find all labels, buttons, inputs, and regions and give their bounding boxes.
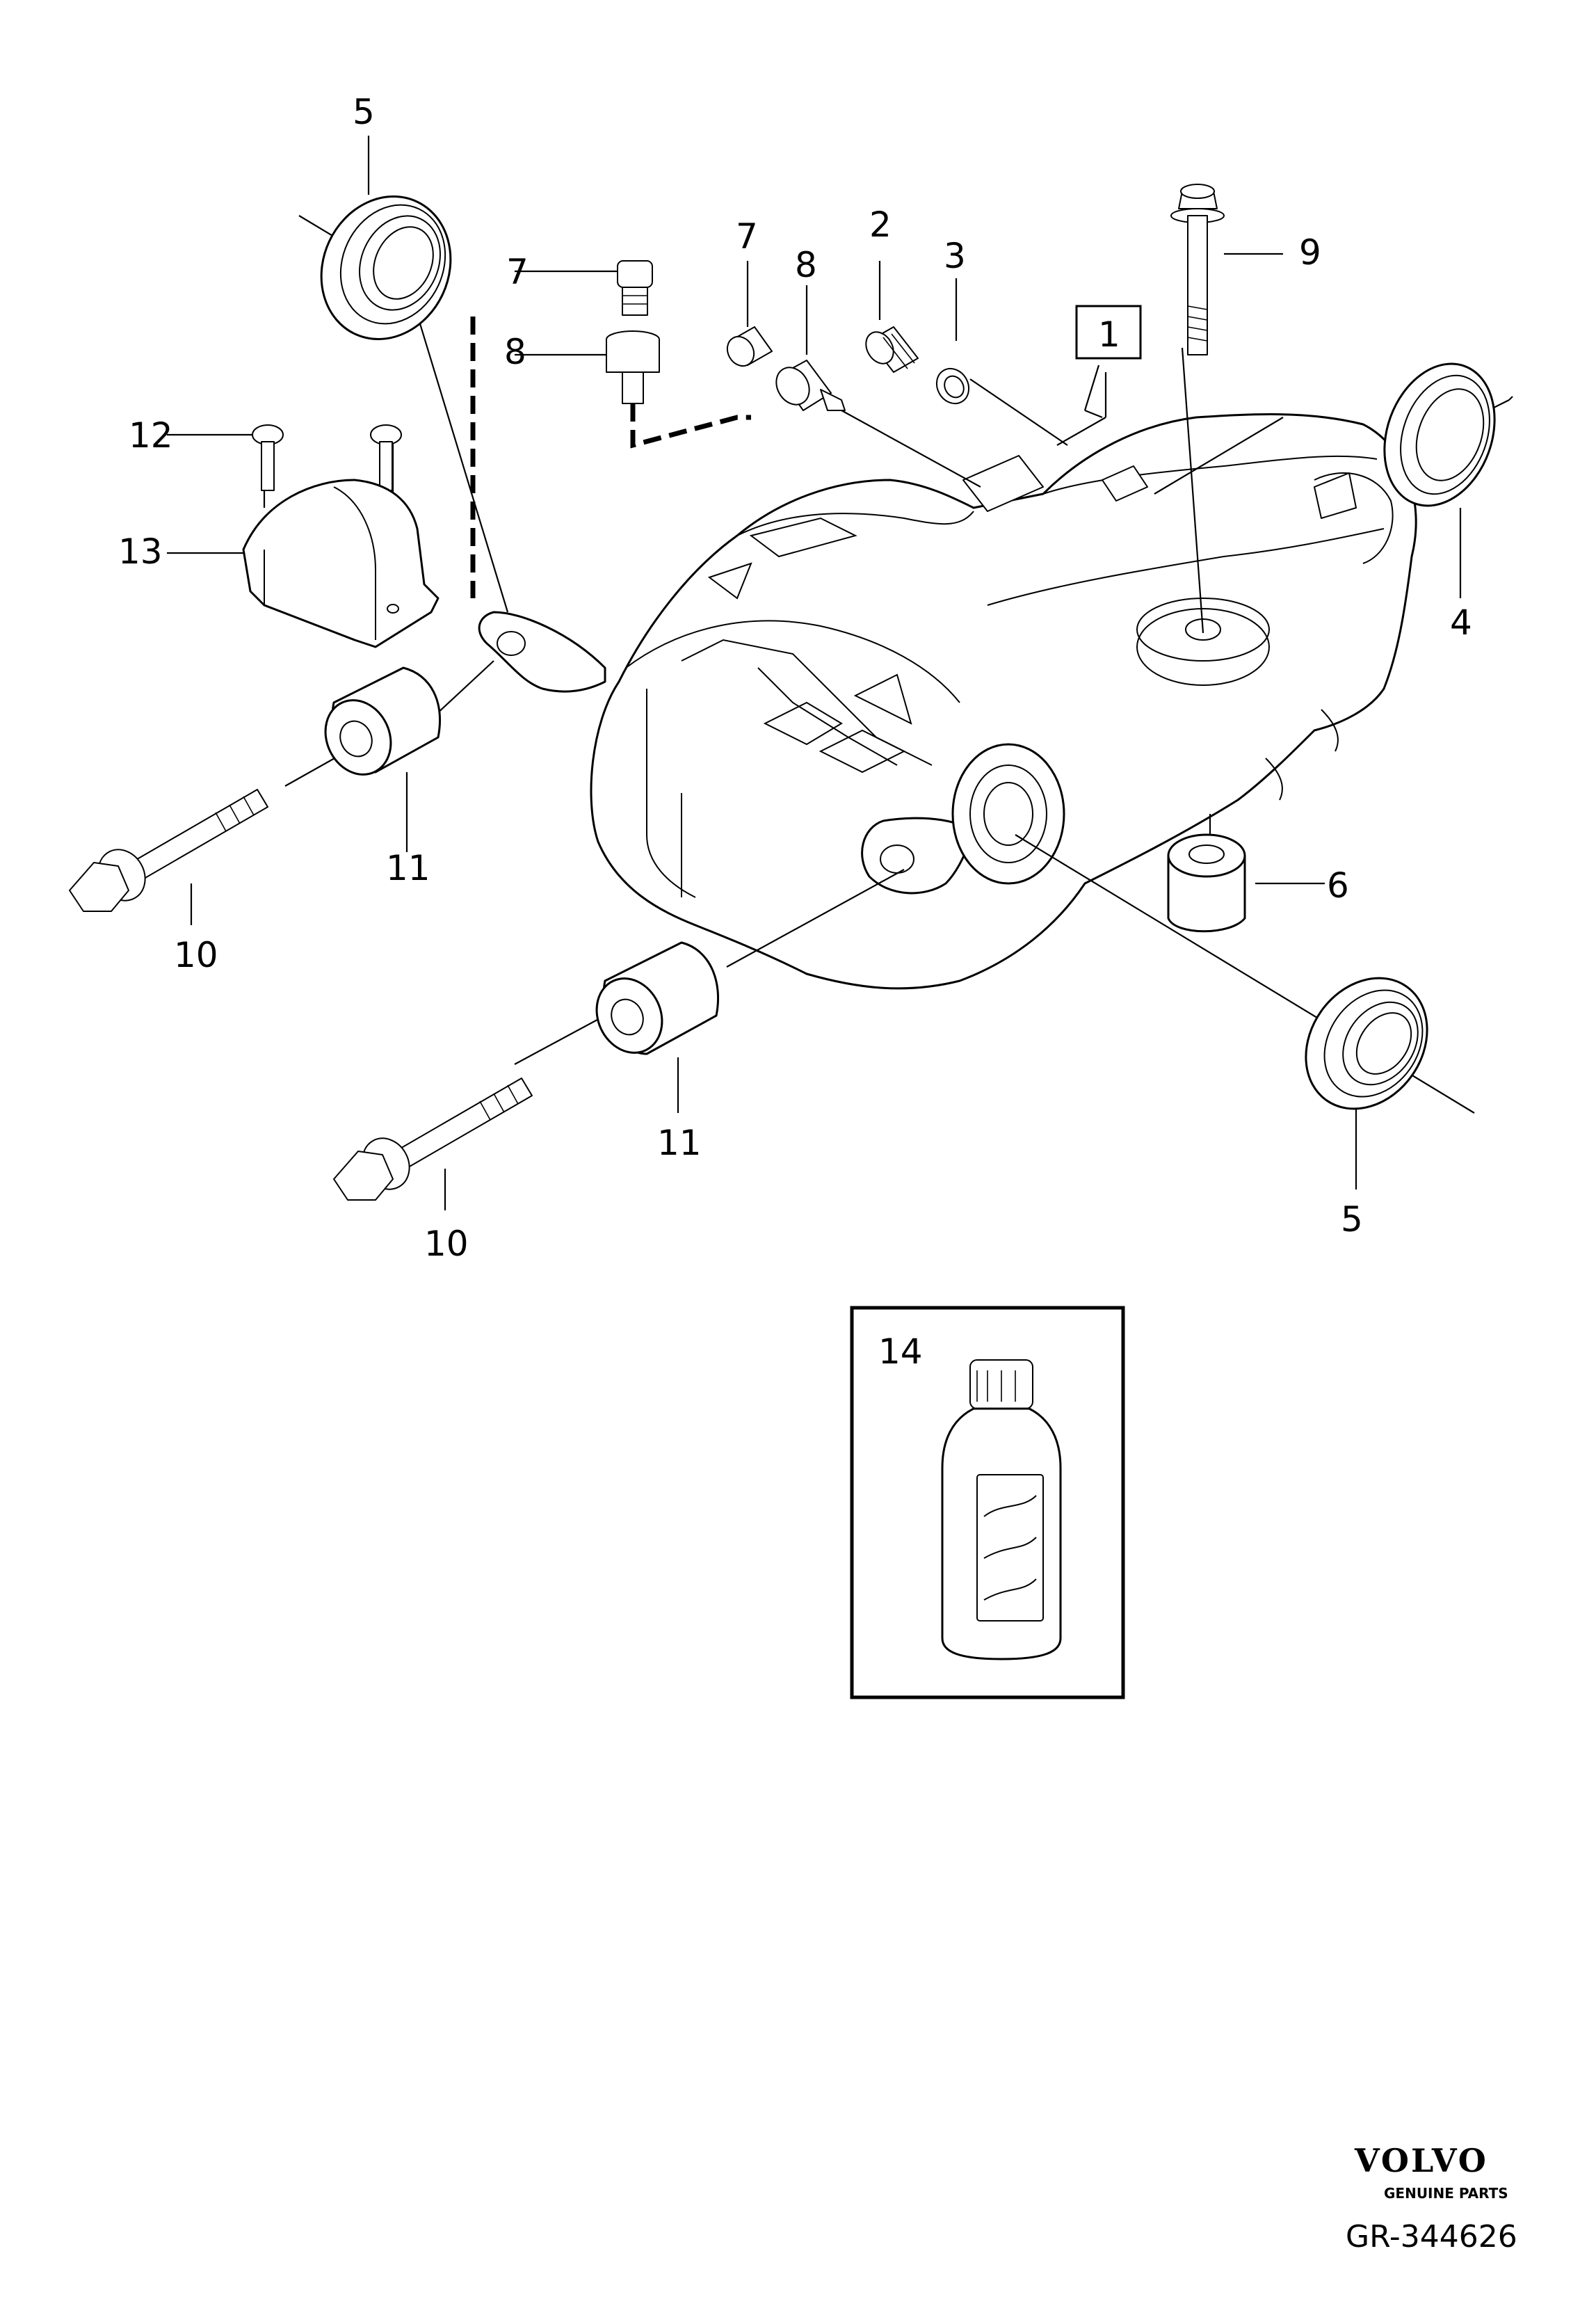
oil-seal-right — [1383, 362, 1496, 507]
mount-bolt-upper — [69, 789, 268, 912]
callout-6: 6 — [1327, 865, 1349, 906]
oil-seal-lower-right — [1305, 977, 1428, 1110]
callout-10-upper: 10 — [174, 935, 218, 975]
callout-5-bottom: 5 — [1341, 1199, 1363, 1240]
callout-9: 9 — [1299, 232, 1321, 273]
bolt-vertical — [1170, 184, 1225, 355]
callout-12: 12 — [129, 415, 173, 456]
oil-seal-upper-left — [320, 195, 452, 340]
mount-bushing-right — [1167, 833, 1246, 933]
callout-7-left: 7 — [506, 252, 529, 292]
callout-8-mid: 8 — [795, 245, 817, 285]
mount-bolt-lower — [333, 1078, 533, 1201]
drawing-number: GR-344626 — [1346, 2219, 1517, 2255]
callout-8-left: 8 — [504, 332, 526, 372]
bushing-upper — [324, 666, 442, 776]
brand-tagline: GENUINE PARTS — [1384, 2185, 1508, 2202]
leader-lines — [167, 136, 1513, 1210]
oil-bottle-panel — [850, 1306, 1125, 1699]
drain-plug-mid — [726, 326, 773, 367]
callout-13: 13 — [118, 531, 163, 572]
sealing-washer — [935, 367, 970, 405]
callout-14: 14 — [878, 1331, 923, 1372]
callout-11-lower: 11 — [657, 1123, 702, 1163]
callout-11-upper: 11 — [386, 848, 430, 888]
callout-1: 1 — [1098, 314, 1120, 355]
sleeve-left — [606, 330, 660, 404]
brand-logo-text: VOLVO — [1354, 2142, 1488, 2179]
callout-3: 3 — [944, 236, 966, 276]
callout-10-lower: 10 — [424, 1224, 469, 1264]
callout-2: 2 — [869, 205, 892, 245]
bushing-lower — [595, 941, 720, 1055]
protective-cover — [242, 479, 440, 648]
callout-5-top: 5 — [353, 92, 375, 132]
drain-plug-left — [617, 260, 653, 316]
differential-housing — [478, 413, 1417, 990]
callout-4: 4 — [1450, 602, 1472, 643]
sleeve-mid — [775, 360, 846, 411]
filler-plug — [865, 326, 919, 373]
screw-pair — [252, 424, 402, 491]
oil-bottle — [941, 1359, 1062, 1660]
callout-7-mid: 7 — [736, 216, 758, 257]
assembly-callout-frame — [1075, 305, 1142, 360]
